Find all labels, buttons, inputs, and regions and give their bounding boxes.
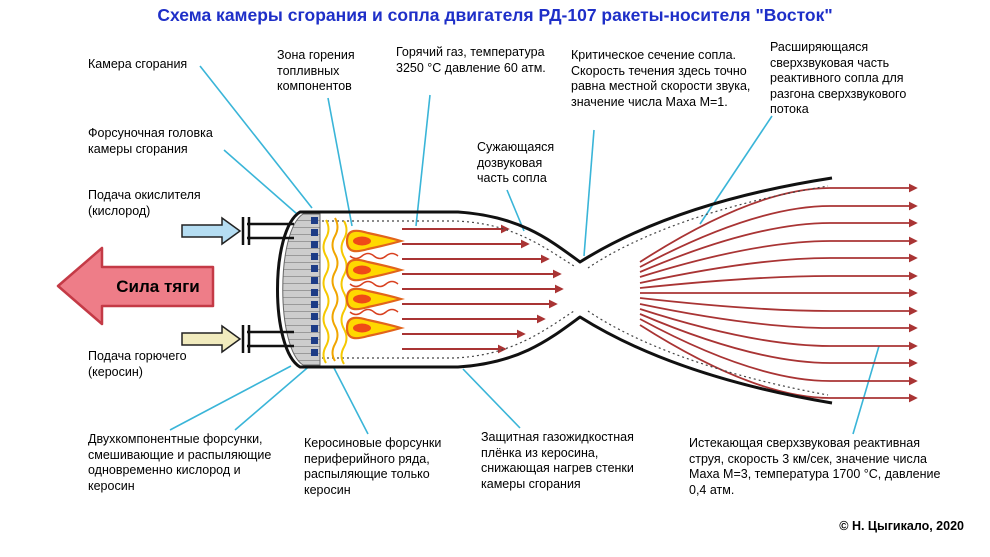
cooling-film-dashes: [322, 185, 829, 396]
thrust-arrow: [56, 246, 215, 326]
oxidizer-arrow: [181, 216, 242, 246]
label-injector-head: Форсуночная головка камеры сгорания: [88, 126, 213, 156]
label-thrust: Сила тяги: [116, 277, 200, 296]
flame-zone: [322, 217, 406, 365]
exhaust-jet-arrows: [639, 183, 918, 403]
label-converging-section: Сужающаяся дозвуковая часть сопла: [477, 140, 555, 185]
engine-outline: [276, 176, 833, 405]
label-protective-film: Защитная газожидкостная плёнка из кероси…: [481, 430, 634, 491]
label-kerosene-injectors: Керосиновые форсунки периферийного ряда,…: [304, 436, 442, 497]
label-oxidizer-supply: Подача окислителя (кислород): [88, 188, 201, 218]
copyright-credit: © Н. Цыгикало, 2020: [839, 519, 964, 533]
oxidizer-pipe: [241, 217, 294, 245]
injector-head: [282, 213, 321, 366]
label-burning-zone: Зона горения топливных компонентов: [277, 48, 355, 93]
leader-lines: [169, 65, 880, 435]
page-title: Схема камеры сгорания и сопла двигателя …: [157, 5, 833, 25]
label-hot-gas: Горячий газ, температура 3250 °C давлени…: [396, 45, 546, 75]
label-fuel-supply: Подача горючего (керосин): [88, 349, 187, 379]
label-combustion-chamber: Камера сгорания: [88, 57, 188, 71]
label-critical-section: Критическое сечение сопла. Скорость тече…: [571, 48, 751, 109]
chamber-flow-arrows: [402, 224, 564, 354]
fuel-arrow: [181, 324, 242, 354]
label-exhaust-jet: Истекающая сверхзвуковая реактивная стру…: [689, 436, 941, 497]
label-bipropellant-injectors: Двухкомпонентные форсунки, смешивающие и…: [88, 432, 272, 493]
label-expanding-section: Расширяющаяся сверхзвуковая часть реакти…: [770, 40, 907, 116]
fuel-pipe: [241, 325, 294, 353]
